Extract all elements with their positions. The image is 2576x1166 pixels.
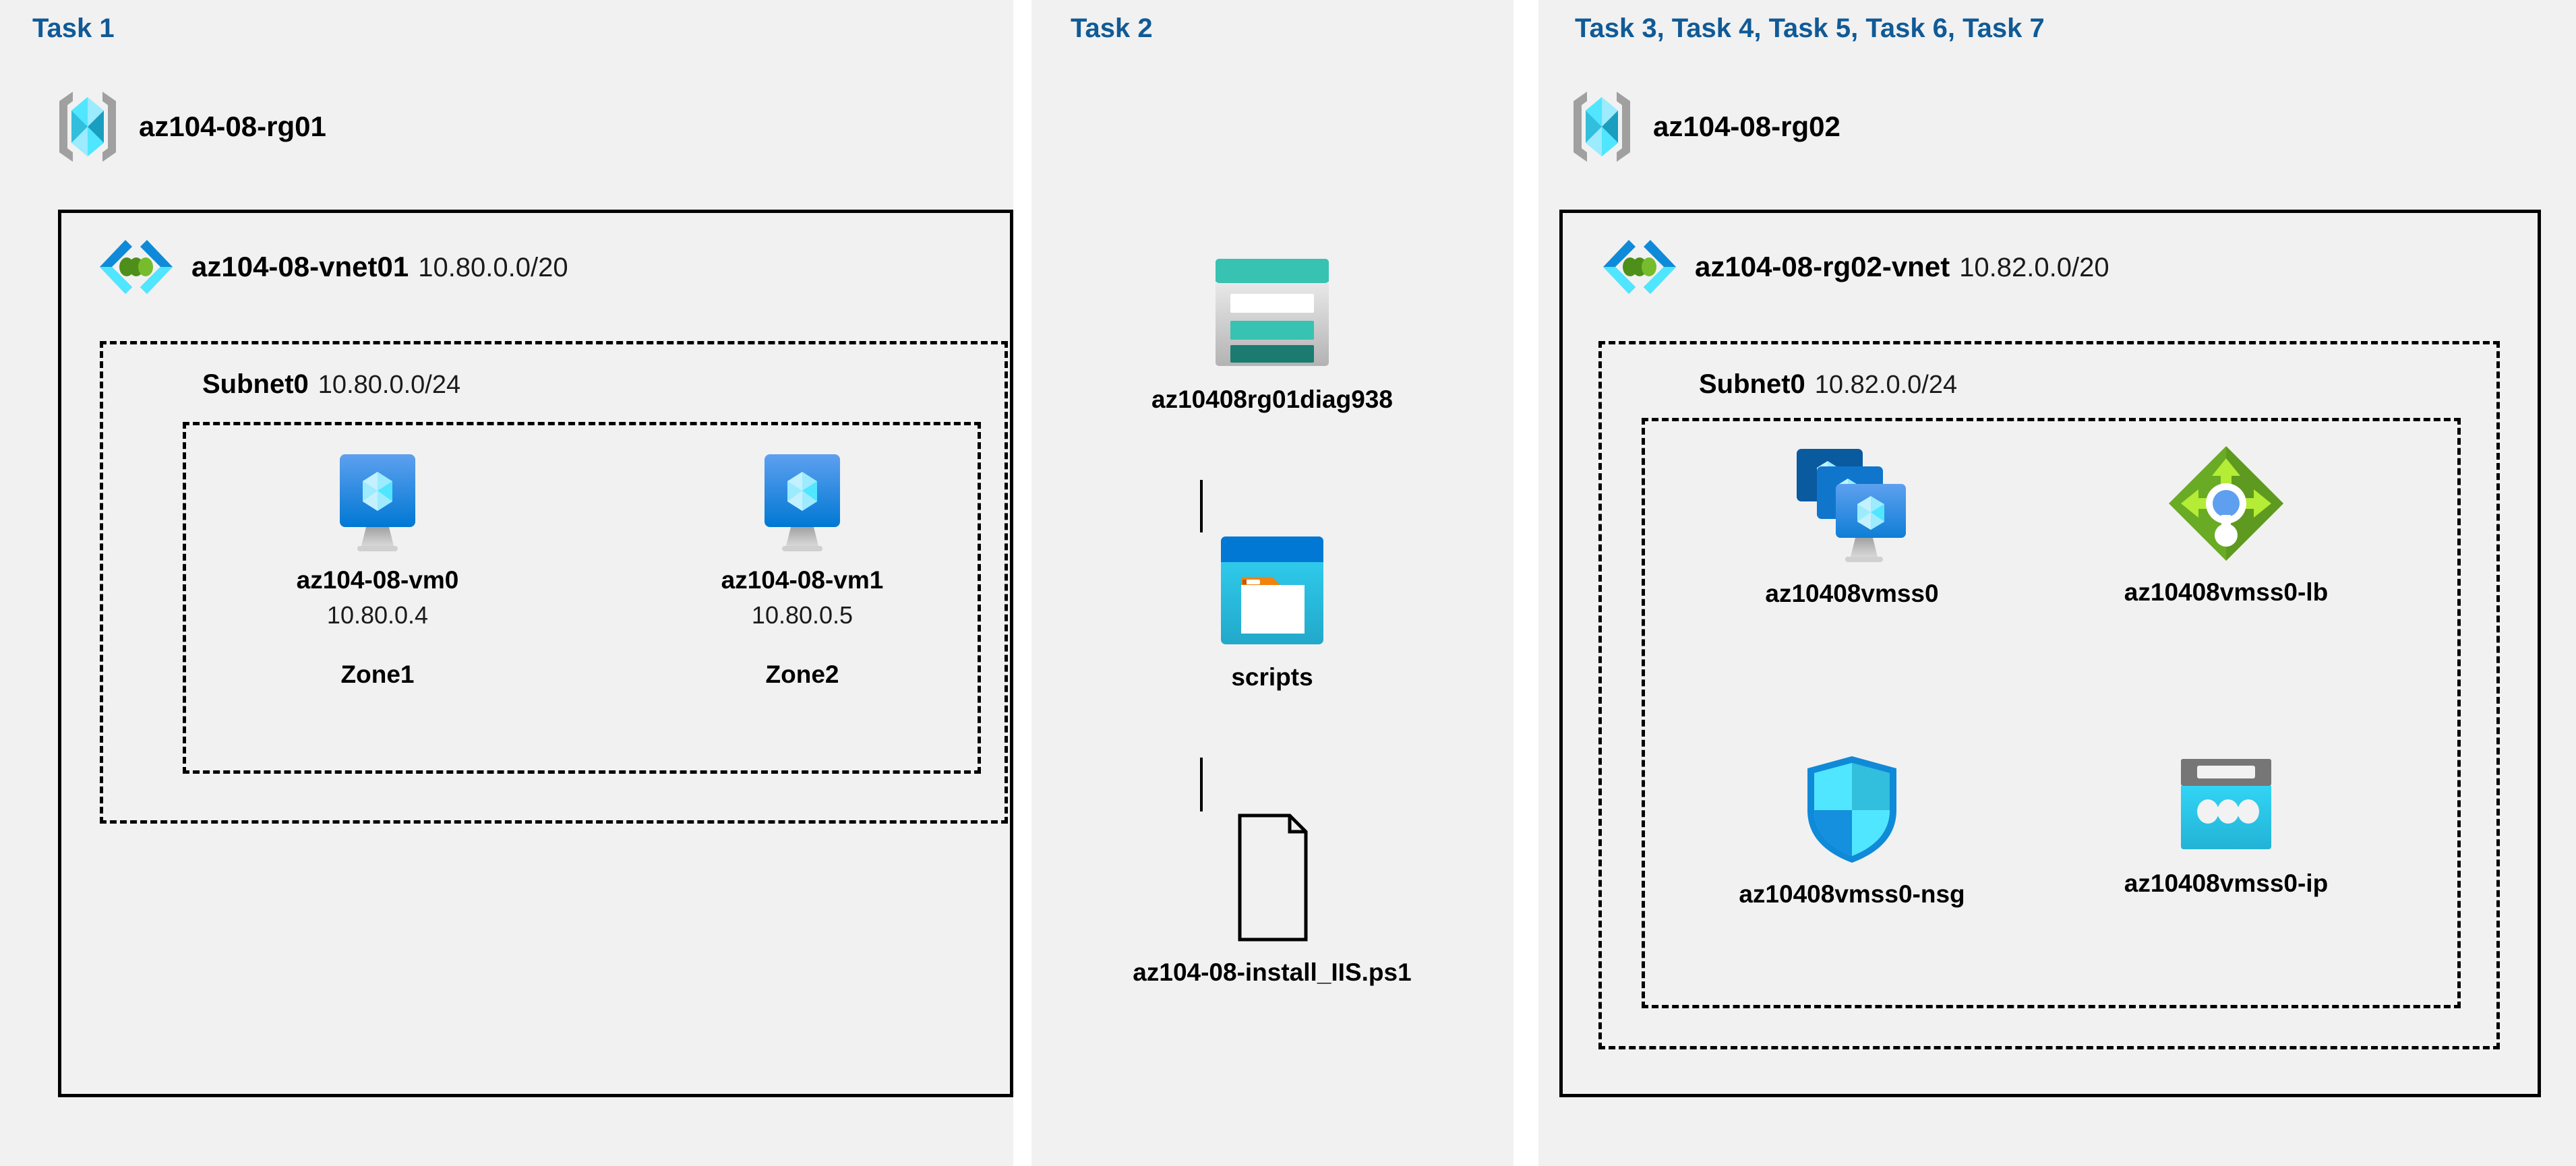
- load-balancer-az10408vmss0-lb[interactable]: az10408vmss0-lb: [2058, 443, 2395, 607]
- public-ip-address-az10408vmss0-ip[interactable]: az10408vmss0-ip: [2058, 756, 2395, 898]
- resource-group-icon: [53, 88, 123, 166]
- vmss-resource-group-boundary: [1642, 418, 2461, 1008]
- resource-group-name: az104-08-rg02: [1653, 111, 1840, 142]
- subnet-name: Subnet0: [202, 369, 309, 399]
- connector-container-to-file: [1200, 758, 1203, 811]
- load-balancer-name: az10408vmss0-lb: [2124, 578, 2329, 606]
- subnet-boundary-subnet0: [1598, 341, 2500, 1049]
- virtual-machine-icon: [337, 452, 418, 551]
- vm-ip-address: 10.80.0.4: [326, 601, 429, 629]
- subnet-header-subnet0: Subnet0 10.82.0.0/24: [1699, 369, 1957, 400]
- public-ip-address-icon: [2177, 756, 2275, 855]
- vnet-header-az104-08-vnet01[interactable]: az104-08-vnet01 10.80.0.0/20: [98, 236, 568, 298]
- network-security-group-az10408vmss0-nsg[interactable]: az10408vmss0-nsg: [1697, 754, 2007, 909]
- blob-container-scripts[interactable]: scripts: [1043, 532, 1501, 692]
- nsg-name: az10408vmss0-nsg: [1739, 880, 1965, 908]
- vm-az104-08-vm0[interactable]: az104-08-vm0 10.80.0.4 Zone1: [249, 452, 506, 689]
- virtual-network-icon: [1602, 236, 1677, 298]
- resource-group-name: az104-08-rg01: [139, 111, 326, 142]
- subnet-boundary-subnet0: [100, 341, 1008, 824]
- vm-name: az104-08-vm1: [721, 566, 884, 594]
- panel-task-2: Task 2 az10408rg01diag: [1031, 0, 1514, 1166]
- task-label-1: Task 1: [32, 13, 115, 43]
- vnet-name: az104-08-rg02-vnet: [1695, 251, 1950, 282]
- task-label-3-7: Task 3, Task 4, Task 5, Task 6, Task 7: [1575, 13, 2045, 43]
- vnet-header-az104-08-rg02-vnet[interactable]: az104-08-rg02-vnet 10.82.0.0/20: [1602, 236, 2109, 298]
- vnet-boundary-az104-08-vnet01: [58, 210, 1013, 1097]
- script-file-name: az104-08-install_IIS.ps1: [1133, 958, 1412, 986]
- vnet-cidr: 10.82.0.0/20: [1959, 253, 2109, 282]
- resource-group-icon: [1567, 88, 1637, 166]
- panel-task-1: Task 1 az104-08-rg01: [0, 0, 1013, 1166]
- script-file-icon: [1225, 811, 1319, 944]
- vm-zone: Zone2: [765, 661, 839, 688]
- vm-scale-set-az10408vmss0[interactable]: az10408vmss0: [1697, 446, 2007, 608]
- network-security-group-icon: [1803, 754, 1900, 865]
- subnet-header-subnet0: Subnet0 10.80.0.0/24: [202, 369, 460, 400]
- vnet-cidr: 10.80.0.0/20: [418, 253, 568, 282]
- subnet-cidr: 10.82.0.0/24: [1814, 371, 1958, 399]
- resource-group-az104-08-rg02[interactable]: az104-08-rg02: [1537, 88, 1840, 166]
- vm-zone-group-boundary: [183, 422, 981, 774]
- vm-ip-address: 10.80.0.5: [751, 601, 853, 629]
- virtual-machine-icon: [762, 452, 843, 551]
- resource-group-az104-08-rg01[interactable]: az104-08-rg01: [53, 88, 326, 166]
- load-balancer-icon: [2166, 443, 2286, 563]
- panel-task-3-7: Task 3, Task 4, Task 5, Task 6, Task 7 a…: [1538, 0, 2576, 1166]
- vnet-name: az104-08-vnet01: [191, 251, 409, 282]
- vm-zone: Zone1: [340, 661, 415, 688]
- subnet-name: Subnet0: [1699, 369, 1805, 399]
- script-file-az104-08-install-iis[interactable]: az104-08-install_IIS.ps1: [1043, 811, 1501, 987]
- blob-container-icon: [1211, 532, 1333, 648]
- connector-storage-to-container: [1200, 480, 1203, 532]
- vm-name: az104-08-vm0: [296, 566, 459, 594]
- vnet-boundary-az104-08-rg02-vnet: [1559, 210, 2541, 1097]
- container-name: scripts: [1231, 663, 1313, 691]
- task-label-2: Task 2: [1071, 13, 1153, 43]
- public-ip-name: az10408vmss0-ip: [2124, 869, 2329, 897]
- subnet-cidr: 10.80.0.0/24: [318, 371, 461, 399]
- virtual-network-icon: [98, 236, 174, 298]
- storage-account-name: az10408rg01diag938: [1151, 386, 1393, 413]
- vm-az104-08-vm1[interactable]: az104-08-vm1 10.80.0.5 Zone2: [674, 452, 930, 689]
- vmss-name: az10408vmss0: [1765, 580, 1939, 607]
- storage-account-az10408rg01diag938[interactable]: az10408rg01diag938: [1043, 255, 1501, 414]
- vm-scale-set-icon: [1794, 446, 1910, 565]
- storage-account-icon: [1211, 255, 1333, 371]
